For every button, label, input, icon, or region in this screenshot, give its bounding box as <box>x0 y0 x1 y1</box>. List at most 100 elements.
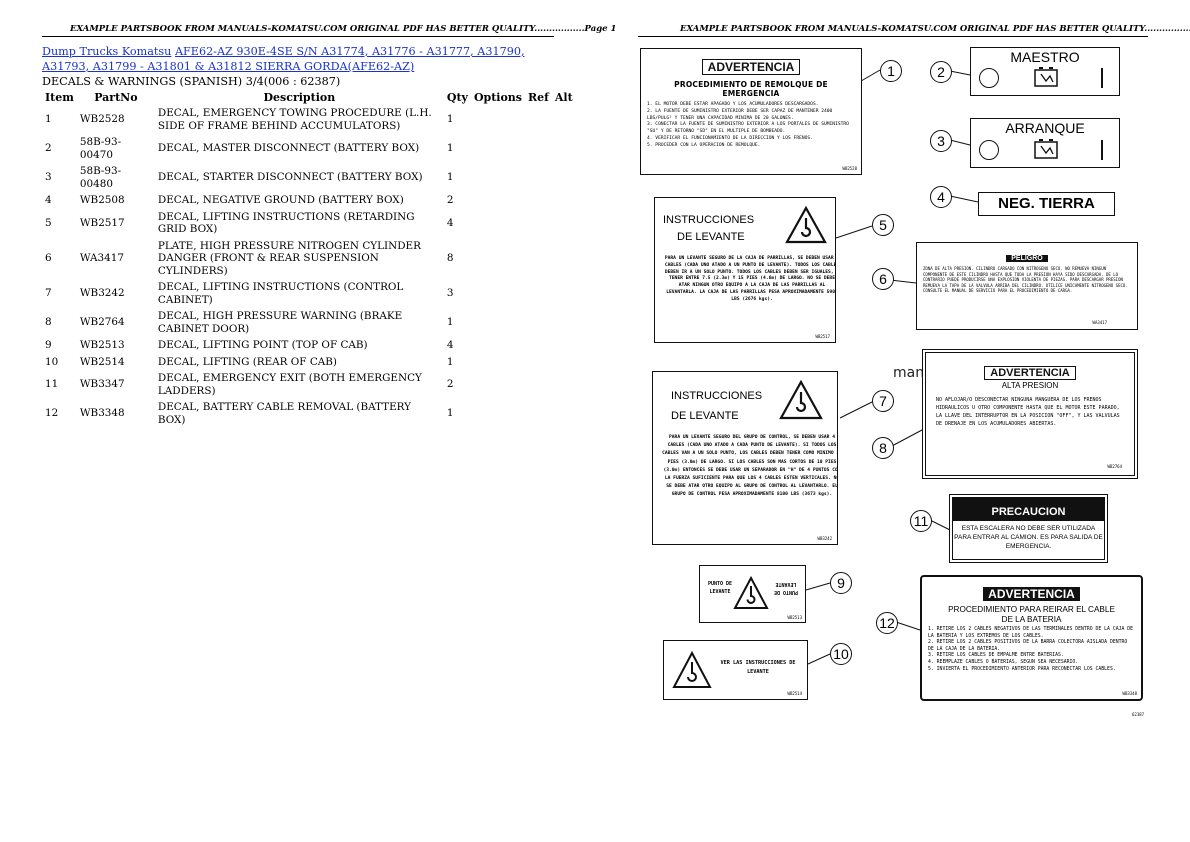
cell-empty <box>552 370 576 399</box>
decal2-title: MAESTRO <box>1010 49 1080 65</box>
cell-empty <box>525 337 552 354</box>
cell-empty <box>552 238 576 280</box>
decal9-text: PUNTO DE LEVANTE <box>707 581 733 595</box>
decal8-title: ALTA PRESION <box>1001 381 1059 390</box>
callout-7: 7 <box>872 390 894 412</box>
cell-empty <box>471 134 525 163</box>
cell-qty: 8 <box>446 252 454 264</box>
cell-description: PLATE, HIGH PRESSURE NITROGEN CYLINDER D… <box>157 239 421 277</box>
line-on-icon <box>1101 68 1103 88</box>
decal12-code: WB3348 <box>1122 691 1137 696</box>
col-item: Item <box>45 91 74 104</box>
callout-10: 10 <box>830 643 852 665</box>
cell-empty <box>552 308 576 337</box>
cell-empty <box>525 354 552 371</box>
decal6-code: WA3417 <box>1092 320 1107 325</box>
col-partno: PartNo <box>94 91 138 104</box>
model-link[interactable]: Dump Trucks Komatsu <box>42 45 172 58</box>
decal-nitrogen-cylinder-danger: PELIGRO ZONA DE ALTA PRESION. CILINDRO C… <box>916 242 1138 330</box>
cell-partno: WB3348 <box>79 407 125 420</box>
parts-table: Item PartNo Description Qty Options Ref … <box>42 90 576 428</box>
decal7-code: WB3242 <box>817 536 832 541</box>
parts-table-header: Item PartNo Description Qty Options Ref … <box>42 90 576 105</box>
cell-empty <box>525 209 552 238</box>
cell-partno: 58B-93-00480 <box>79 165 122 190</box>
cell-empty <box>552 354 576 371</box>
decal6-banner: PELIGRO <box>1006 255 1048 262</box>
cell-description: DECAL, LIFTING (REAR OF CAB) <box>157 355 337 368</box>
cell-empty <box>471 279 525 308</box>
decal12-banner: ADVERTENCIA <box>983 587 1080 601</box>
cell-partno: WA3417 <box>79 252 124 264</box>
cell-empty <box>471 209 525 238</box>
decal1-body: 1. EL MOTOR DEBE ESTAR APAGADO Y LOS ACU… <box>647 102 849 148</box>
cell-empty <box>471 354 525 371</box>
decal5-title2: DE LEVANTE <box>677 231 745 243</box>
cell-description: DECAL, LIFTING INSTRUCTIONS (CONTROL CAB… <box>157 281 404 306</box>
decal6-body: ZONA DE ALTA PRESION. CILINDRO CARGADO C… <box>923 266 1128 294</box>
page1-header: EXAMPLE PARTSBOOK FROM MANUALS-KOMATSU.C… <box>70 24 617 34</box>
cell-empty <box>471 105 525 134</box>
cell-empty <box>552 279 576 308</box>
decal11-body: ESTA ESCALERA NO DEBE SER UTILIZADA PARA… <box>954 525 1103 550</box>
callout-6: 6 <box>872 268 894 290</box>
cell-item: 9 <box>45 339 52 351</box>
table-row: 1 WB2528 DECAL, EMERGENCY TOWING PROCEDURE… <box>42 105 576 134</box>
cell-partno: WB2513 <box>79 339 125 351</box>
lifting-hook-warning-icon <box>672 651 712 688</box>
cell-qty: 1 <box>446 316 454 329</box>
cell-empty <box>471 192 525 209</box>
cell-qty: 4 <box>446 339 454 351</box>
decal8-body: NO AFLOJAR/O DESCONECTAR NINGUNA MANGUER… <box>936 397 1120 427</box>
decal-lifting-instructions-control: INSTRUCCIONES DE LEVANTE PARA UN LEVANTE… <box>652 371 838 545</box>
cell-qty: 4 <box>446 216 454 229</box>
cell-qty: 2 <box>446 194 454 206</box>
decal8-code: WB2764 <box>1107 464 1122 469</box>
callout-3: 3 <box>930 130 952 152</box>
cell-empty <box>525 105 552 134</box>
cell-empty <box>471 238 525 280</box>
cell-item: 10 <box>45 355 59 368</box>
cell-empty <box>552 209 576 238</box>
cell-item: 3 <box>45 171 52 184</box>
decal1-banner: ADVERTENCIA <box>701 59 801 75</box>
page1-header-rule <box>42 36 554 37</box>
cell-partno: WB2514 <box>79 355 125 368</box>
decal3-title: ARRANQUE <box>1005 120 1085 136</box>
decal12-title: PROCEDIMIENTO PARA REIRAR EL CABLE DE LA… <box>948 605 1115 624</box>
decal5-body: PARA UN LEVANTE SEGURO DE LA CAJA DE PAR… <box>664 256 836 302</box>
decal12-body: 1. RETIRE LOS 2 CABLES NEGATIVOS DE LAS … <box>928 627 1134 672</box>
cell-empty <box>471 399 525 428</box>
cell-empty <box>525 134 552 163</box>
serial-link[interactable]: AFE62-AZ 930E-4SE S/N A31774, A31776 - A… <box>42 45 525 73</box>
cell-description: DECAL, BATTERY CABLE REMOVAL (BATTERY BO… <box>157 401 412 426</box>
callout-11: 11 <box>910 510 932 532</box>
cell-description: DECAL, EMERGENCY EXIT (BOTH EMERGENCY LA… <box>157 372 422 397</box>
circle-off-icon <box>979 68 999 88</box>
decal7-body: PARA UN LEVANTE SEGURO DEL GRUPO DE CONT… <box>662 435 838 498</box>
decal-lifting-instructions-grid: INSTRUCCIONES DE LEVANTE PARA UN LEVANTE… <box>654 197 836 343</box>
cell-qty: 2 <box>446 378 454 391</box>
cell-description: DECAL, EMERGENCY TOWING PROCEDURE (L.H. … <box>157 107 432 132</box>
cell-partno: WB2508 <box>79 194 125 206</box>
cell-partno: 58B-93-00470 <box>79 136 122 161</box>
cell-qty: 1 <box>446 113 454 126</box>
cell-empty <box>471 308 525 337</box>
cell-description: DECAL, HIGH PRESSURE WARNING (BRAKE CABI… <box>157 310 403 335</box>
decal5-title1: INSTRUCCIONES <box>663 214 755 226</box>
decal9-code: WB2513 <box>787 615 802 620</box>
cell-partno: WB2528 <box>79 113 125 126</box>
cell-empty <box>471 337 525 354</box>
decal4-title: NEG. TIERRA <box>998 195 1095 212</box>
callout-8: 8 <box>872 437 894 459</box>
decal-high-pressure-warning: ADVERTENCIA ALTA PRESION NO AFLOJAR/O DE… <box>922 349 1138 479</box>
cell-empty <box>525 163 552 192</box>
cell-empty <box>552 163 576 192</box>
cell-item: 7 <box>45 287 52 300</box>
cell-description: DECAL, LIFTING POINT (TOP OF CAB) <box>157 339 368 351</box>
